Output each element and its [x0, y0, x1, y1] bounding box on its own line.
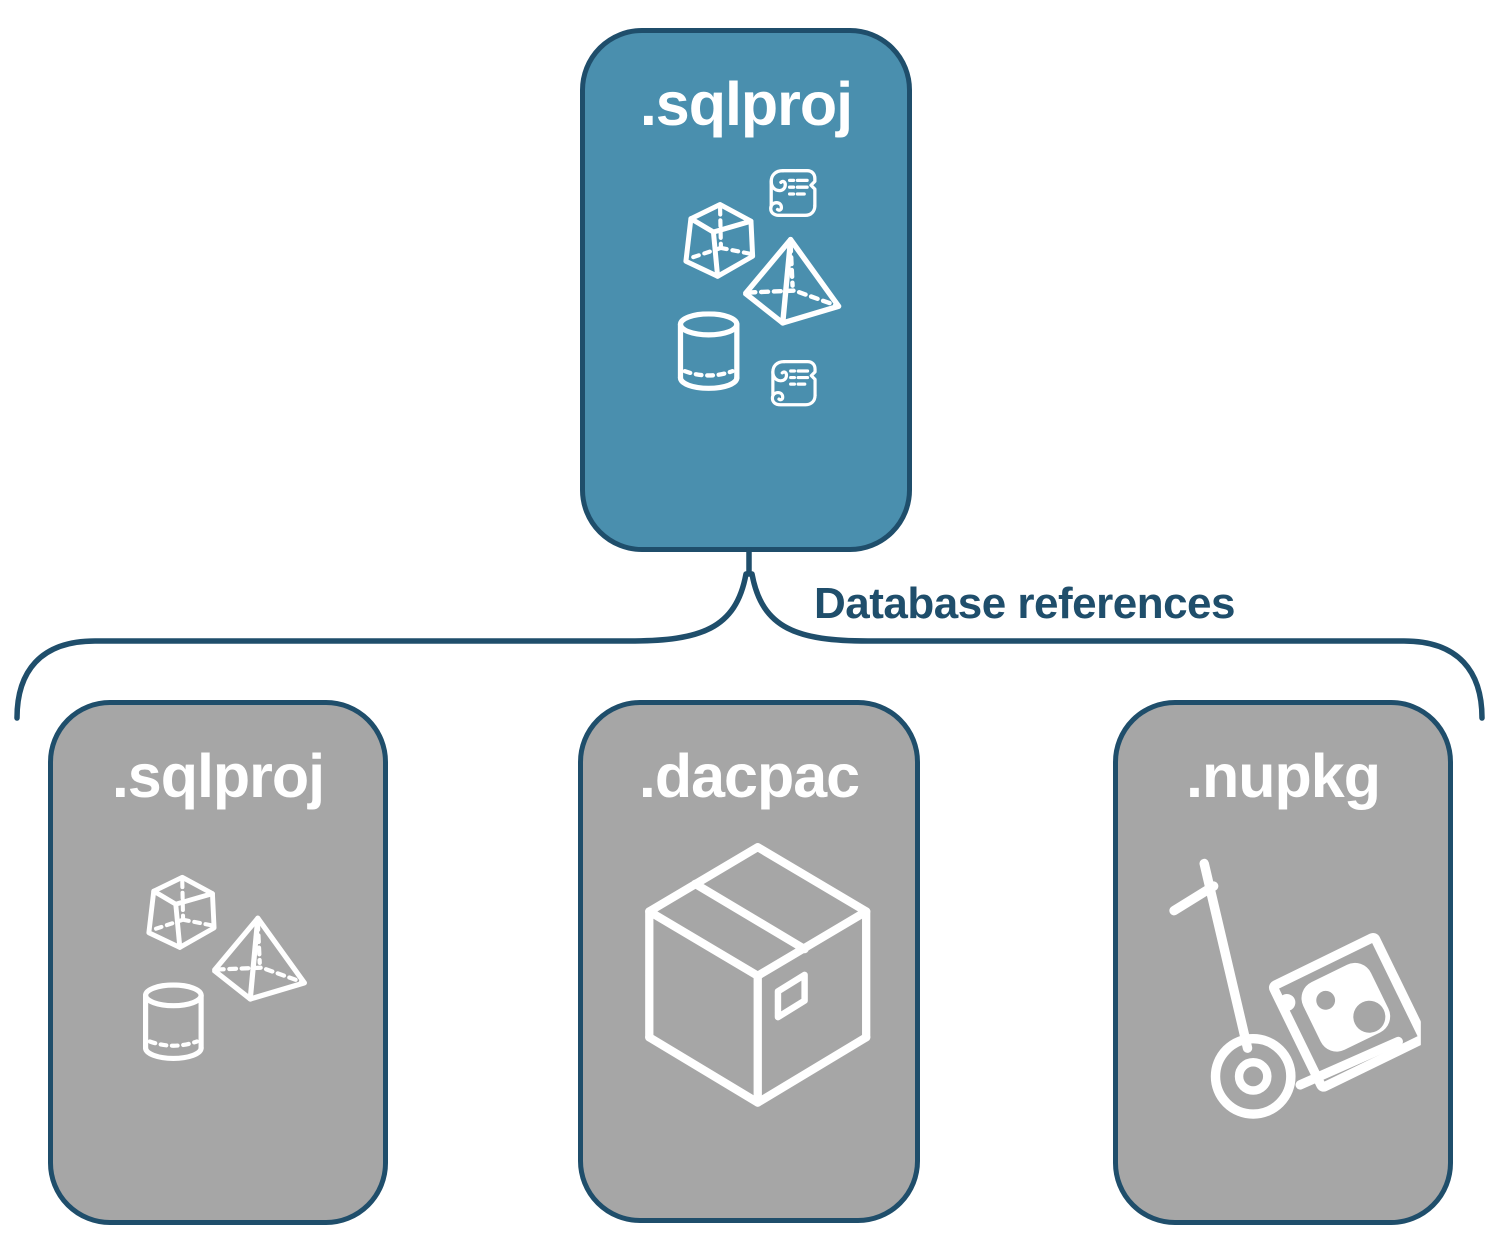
package-art — [583, 705, 915, 1218]
sql-objects-art — [585, 169, 907, 407]
node-root-sqlproj: .sqlproj — [580, 28, 912, 552]
child-node-label: .nupkg — [1186, 742, 1381, 810]
node-child-nupkg: .nupkg — [1113, 700, 1453, 1225]
connector-label: Database references — [814, 579, 1235, 628]
root-node-label: .sqlproj — [639, 70, 853, 138]
cylinder-icon — [680, 314, 736, 389]
cylinder-icon — [146, 985, 202, 1058]
handtruck-art — [1118, 705, 1448, 1220]
pyramid-icon — [214, 918, 304, 999]
pyramid-icon — [745, 240, 838, 323]
node-child-sqlproj: .sqlproj — [48, 700, 388, 1225]
node-child-dacpac: .dacpac — [578, 700, 920, 1223]
package-box-icon — [649, 847, 866, 1102]
cube-icon — [686, 205, 753, 277]
scroll-icon — [770, 360, 817, 407]
brace-connector — [14, 547, 1485, 721]
child-node-label: .dacpac — [638, 742, 860, 810]
scroll-icon — [769, 169, 817, 217]
sql-objects-art — [53, 705, 383, 1220]
nuget-handtruck-icon — [1174, 864, 1424, 1115]
child-node-label: .sqlproj — [111, 742, 325, 810]
cube-icon — [149, 877, 214, 947]
